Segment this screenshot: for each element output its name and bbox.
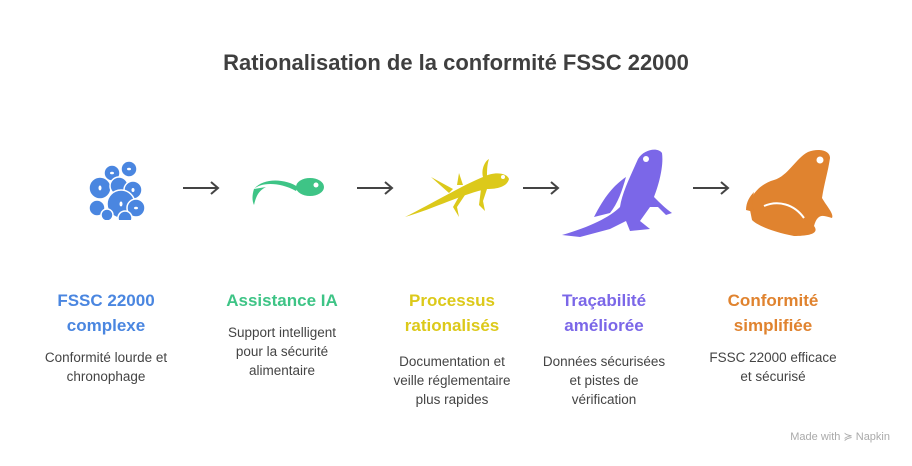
napkin-brand: Napkin	[855, 431, 890, 443]
step-desc: vérification	[571, 392, 637, 407]
step-3: Processus rationalisés Documentation et ve…	[367, 288, 537, 409]
step-1: FSSC 22000 complexe Conformité lourde et c…	[21, 288, 191, 386]
arrow-icon	[693, 181, 730, 195]
arrow-icon	[357, 181, 394, 195]
cells-icon	[88, 160, 146, 220]
step-title: Assistance IA	[226, 291, 338, 310]
step-title: améliorée	[564, 316, 644, 335]
froglet-icon	[405, 159, 509, 217]
step-desc: Documentation et	[399, 354, 505, 369]
step-5: Conformité simplifiée FSSC 22000 efficace…	[688, 288, 858, 386]
tadpole-icon	[252, 178, 324, 205]
step-title: simplifiée	[733, 316, 813, 335]
arrow-icon	[183, 181, 220, 195]
step-desc: FSSC 22000 efficace	[709, 350, 837, 365]
napkin-logo-icon: ≽	[843, 431, 853, 443]
step-title: complexe	[66, 316, 146, 335]
frog-icon	[746, 150, 833, 236]
step-desc: Données sécurisées	[542, 354, 666, 369]
step-title: rationalisés	[404, 316, 500, 335]
step-title: Processus	[409, 291, 495, 310]
young-frog-icon	[562, 149, 672, 237]
step-2: Assistance IA Support intelligent pour la…	[197, 288, 367, 380]
step-4: Traçabilité améliorée Données sécurisées e…	[519, 288, 689, 409]
diagram-title: Rationalisation de la conformité FSSC 22…	[223, 50, 689, 75]
arrow-icon	[523, 181, 560, 195]
step-desc: et pistes de	[569, 373, 639, 388]
step-desc: Support intelligent	[227, 325, 337, 340]
step-desc: Conformité lourde et	[44, 350, 168, 365]
step-title: FSSC 22000	[57, 291, 155, 310]
made-with-label: Made with	[790, 431, 841, 443]
step-desc: veille réglementaire	[393, 373, 511, 388]
step-desc: pour la sécurité	[235, 344, 329, 359]
step-desc: plus rapides	[415, 392, 489, 407]
napkin-credit[interactable]: Made with ≽ Napkin	[790, 430, 890, 443]
step-desc: chronophage	[66, 369, 146, 384]
step-desc: alimentaire	[248, 363, 316, 378]
step-title: Conformité	[727, 291, 819, 310]
step-desc: et sécurisé	[740, 369, 806, 384]
step-title: Traçabilité	[561, 291, 647, 310]
